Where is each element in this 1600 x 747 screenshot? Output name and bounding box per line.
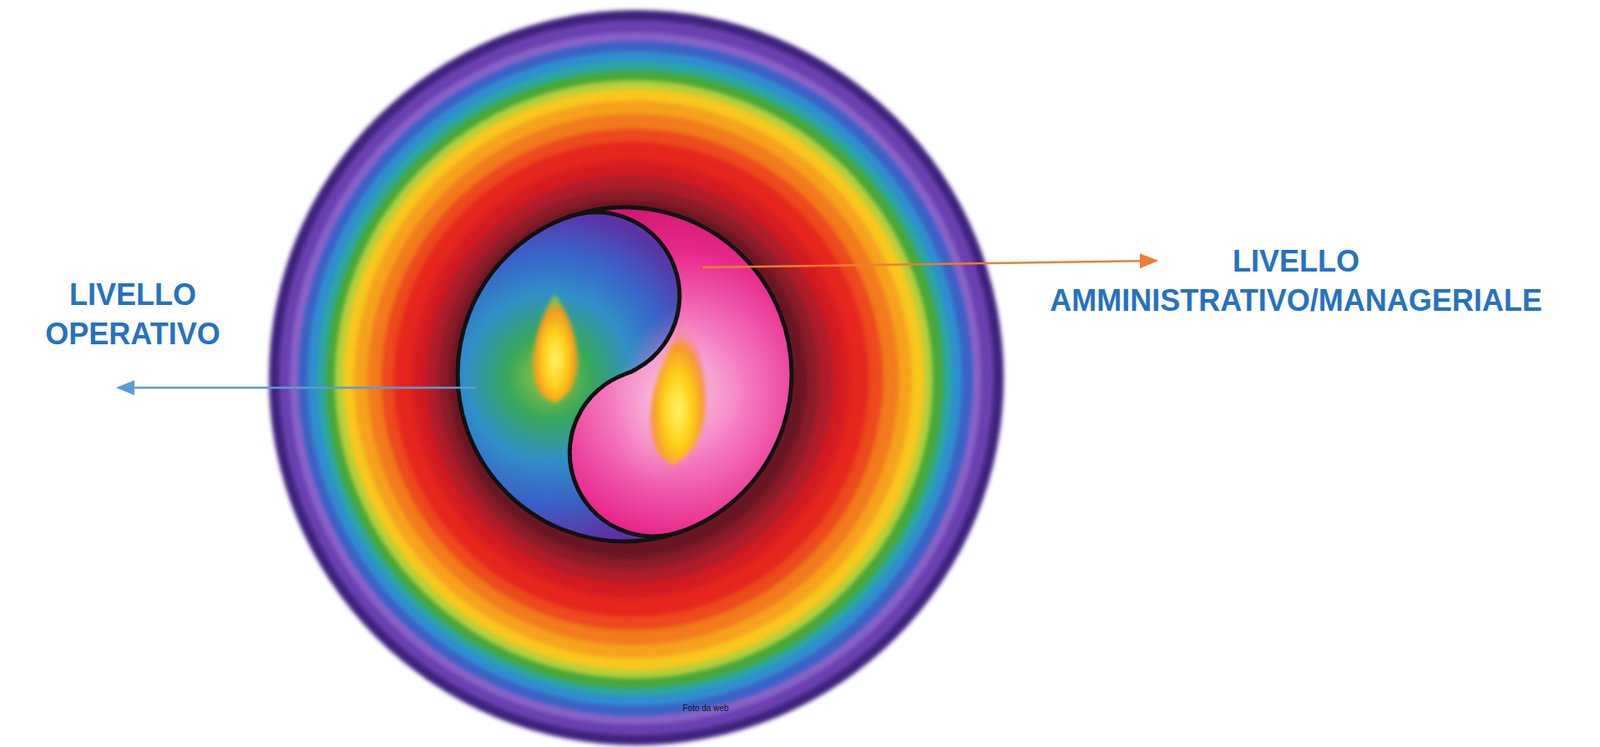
color-ring (278, 20, 994, 735)
blue-flame (532, 293, 578, 403)
color-ring (317, 60, 952, 696)
color-ring (325, 70, 944, 689)
yin-yang-outline (457, 207, 792, 542)
color-ring (367, 113, 899, 645)
color-ring (268, 10, 1004, 745)
color-ring (307, 50, 963, 706)
leader-arrow (117, 386, 476, 390)
color-rings (268, 10, 1004, 745)
color-ring (381, 128, 883, 630)
color-ring (343, 88, 925, 670)
source-note: Foto da web (668, 702, 744, 714)
level-label: LIVELLO OPERATIVO (11, 275, 254, 355)
pink-flame (649, 320, 706, 465)
color-ring (334, 80, 933, 679)
color-ring (289, 32, 982, 725)
s-curve (489, 188, 761, 560)
level-label: LIVELLO AMMINISTRATIVO/MANAGERIALE (998, 242, 1594, 321)
color-ring (394, 141, 869, 617)
color-ring (298, 40, 973, 716)
color-ring (354, 100, 912, 659)
leader-arrow (702, 260, 1157, 268)
